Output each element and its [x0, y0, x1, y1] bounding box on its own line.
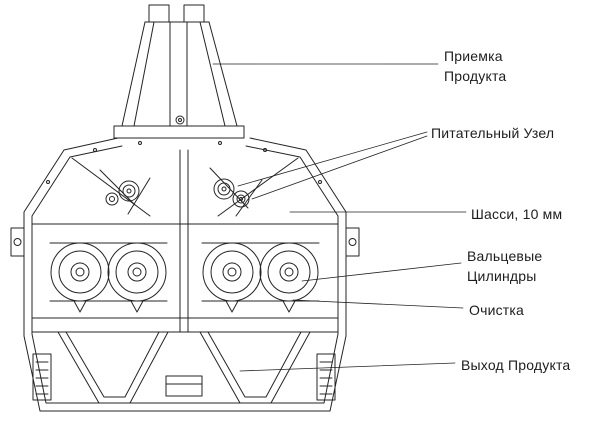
label-roller-cylinders-line2: Цилиндры	[467, 268, 537, 284]
label-product-intake: Приемка Продукта	[444, 46, 506, 86]
label-roller-cylinders: Вальцевые Цилиндры	[467, 246, 542, 286]
label-chassis: Шасси, 10 мм	[471, 204, 562, 224]
label-product-outlet-line1: Выход Продукта	[461, 357, 571, 373]
label-product-intake-line2: Продукта	[444, 68, 507, 84]
label-feeding-unit-line1: Питательный Узел	[431, 125, 555, 141]
label-feeding-unit: Питательный Узел	[431, 123, 554, 143]
label-roller-cylinders-line1: Вальцевые	[467, 248, 543, 264]
feed-rollers	[99, 167, 263, 217]
outlet-funnels	[32, 331, 336, 404]
leader-lines	[212, 63, 467, 372]
label-product-intake-line1: Приемка	[444, 48, 503, 64]
label-cleaning-line1: Очистка	[469, 302, 525, 318]
label-cleaning: Очистка	[469, 300, 524, 320]
label-product-outlet: Выход Продукта	[461, 355, 570, 375]
intake-hopper	[113, 4, 245, 139]
roller-cylinders-drawing	[49, 242, 320, 313]
label-chassis-line1: Шасси, 10 мм	[471, 206, 563, 222]
machine-body	[10, 137, 360, 412]
